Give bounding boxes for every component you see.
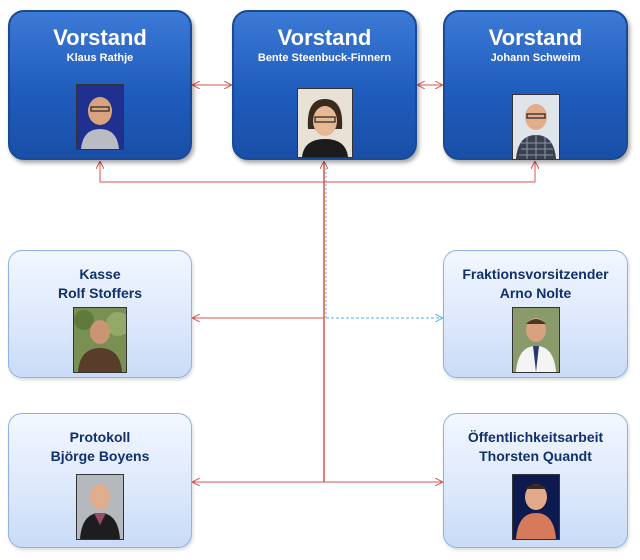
role-title: Öffentlichkeitsarbeit (467, 429, 604, 445)
role-title: Protokoll (69, 429, 131, 445)
role-member-name: Arno Nolte (499, 285, 572, 301)
portrait-photo (76, 84, 124, 150)
board-title: Vorstand (53, 25, 147, 50)
portrait-photo (76, 474, 124, 540)
board-box-schweim: Vorstand Johann Schweim (443, 10, 628, 160)
role-member-name: Rolf Stoffers (58, 285, 142, 301)
portrait-photo (511, 474, 560, 540)
role-box-fraktion: Fraktionsvorsitzender Arno Nolte (443, 250, 628, 378)
board-member-name: Bente Steenbuck-Finnern (257, 52, 392, 64)
portrait-photo (511, 94, 560, 160)
role-box-protokoll: Protokoll Björge Boyens (8, 413, 192, 548)
role-title: Fraktionsvorsitzender (462, 266, 609, 282)
board-box-steenbuck-finnern: Vorstand Bente Steenbuck-Finnern (232, 10, 417, 160)
board-title: Vorstand (277, 25, 372, 50)
role-member-name: Björge Boyens (50, 448, 150, 464)
role-box-oeffentlichkeit: Öffentlichkeitsarbeit Thorsten Quandt (443, 413, 628, 548)
connector-board-bus (100, 162, 535, 183)
board-member-name: Klaus Rathje (66, 52, 134, 64)
portrait-photo (73, 307, 127, 373)
board-member-name: Johann Schweim (490, 52, 581, 64)
portrait-photo (296, 88, 353, 158)
role-title: Kasse (79, 266, 121, 282)
role-box-kasse: Kasse Rolf Stoffers (8, 250, 192, 378)
role-member-name: Thorsten Quandt (479, 448, 592, 464)
portrait-photo (511, 307, 560, 373)
board-box-rathje: Vorstand Klaus Rathje (8, 10, 192, 160)
board-title: Vorstand (488, 25, 583, 50)
